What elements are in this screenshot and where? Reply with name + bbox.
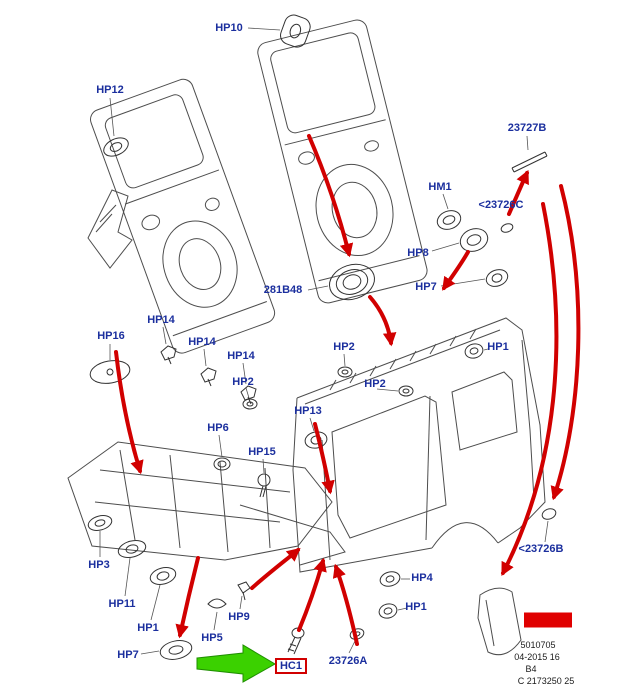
part-label-hc1[interactable]: HC1: [274, 658, 308, 674]
leader-lines: [99, 27, 549, 655]
plug-hp10-icon: [280, 14, 311, 48]
cap-hp5-icon: [207, 598, 227, 609]
part-label-hp4[interactable]: HP4: [411, 572, 433, 584]
part-label-hp7-2[interactable]: HP7: [117, 649, 139, 661]
plug-hp15-icon: [257, 473, 271, 498]
disc-hp7-bottom-icon: [159, 640, 193, 660]
front-door-art: [90, 78, 276, 354]
part-label-hp15[interactable]: HP15: [248, 446, 276, 458]
part-label-hp1-2[interactable]: HP1: [405, 601, 427, 613]
grommet-hp1-right-icon: [464, 343, 484, 359]
footer-doc-number: 5010705: [520, 640, 556, 650]
grommet-hp7-icon: [485, 269, 509, 287]
rear-door-art: [257, 19, 428, 304]
part-label-hp8[interactable]: HP8: [407, 247, 429, 259]
strip-23727b-icon: [511, 151, 548, 173]
part-label-hp16[interactable]: HP16: [97, 330, 125, 342]
part-label-hp9[interactable]: HP9: [228, 611, 250, 623]
part-label-23727b[interactable]: 23727B: [507, 122, 547, 134]
part-label-hp14-3[interactable]: HP14: [227, 350, 255, 362]
clip-hp14-icons: [160, 345, 257, 405]
part-label-hp1-1[interactable]: HP1: [487, 341, 509, 353]
selected-part-highlight[interactable]: [524, 612, 572, 628]
grommet-hm1-icon: [436, 210, 462, 230]
footer-sheet: B4: [525, 664, 537, 674]
part-label-23726b[interactable]: <23726B: [518, 543, 564, 555]
part-label-hp1-3[interactable]: HP1: [137, 622, 159, 634]
grommet-hp8-icon: [459, 228, 489, 252]
part-label-hp3[interactable]: HP3: [88, 559, 110, 571]
part-label-23726c[interactable]: <23726C: [478, 199, 524, 211]
part-label-hp14-1[interactable]: HP14: [147, 314, 175, 326]
part-label-hp11[interactable]: HP11: [108, 598, 136, 610]
part-icons: [87, 14, 557, 660]
plug-hp13-icon: [304, 431, 328, 449]
part-label-hp6[interactable]: HP6: [207, 422, 229, 434]
quarter-trim-art: [477, 587, 522, 656]
disc-hp3-hp11-hp1-icons: [87, 515, 177, 585]
part-label-hp5[interactable]: HP5: [201, 632, 223, 644]
plug-281b48-icon: [329, 263, 375, 301]
grommet-hp2-icons: [242, 366, 414, 410]
part-label-23726a[interactable]: 23726A: [328, 655, 368, 667]
part-label-hp13[interactable]: HP13: [294, 405, 322, 417]
part-label-hp7-1[interactable]: HP7: [415, 281, 437, 293]
part-label-hp2-1[interactable]: HP2: [333, 341, 355, 353]
grommet-hp12-icon: [103, 137, 129, 157]
plug-23726c-icon: [500, 223, 514, 233]
hinge-pillar-art: [87, 189, 133, 269]
grommet-hp1-bottom-icon: [378, 603, 398, 619]
footer-date-code: 04-2015 16: [514, 652, 560, 662]
part-label-hm1[interactable]: HM1: [428, 181, 452, 193]
part-label-hp12[interactable]: HP12: [96, 84, 124, 96]
body-side-art: [292, 317, 546, 573]
screw-hc1-icon: [287, 627, 305, 655]
body-panels-art: [67, 19, 546, 656]
clip-hp9-icon: [237, 581, 251, 601]
footer-ref: C 2173250 25: [517, 676, 575, 685]
callout-arrows: [114, 134, 581, 646]
green-pointer-arrow: [196, 644, 276, 683]
part-label-hp2-2[interactable]: HP2: [232, 376, 254, 388]
plug-hp16-icon: [89, 360, 131, 384]
part-label-hp14-2[interactable]: HP14: [188, 336, 216, 348]
grommet-hp4-icon: [379, 571, 401, 587]
floor-pan-art: [67, 441, 346, 566]
part-label-hp2-3[interactable]: HP2: [364, 378, 386, 390]
plug-hp6-icon: [213, 457, 231, 471]
part-label-hp10[interactable]: HP10: [215, 22, 243, 34]
part-label-281b48[interactable]: 281B48: [263, 284, 303, 296]
plug-23726b-icon: [541, 508, 557, 520]
